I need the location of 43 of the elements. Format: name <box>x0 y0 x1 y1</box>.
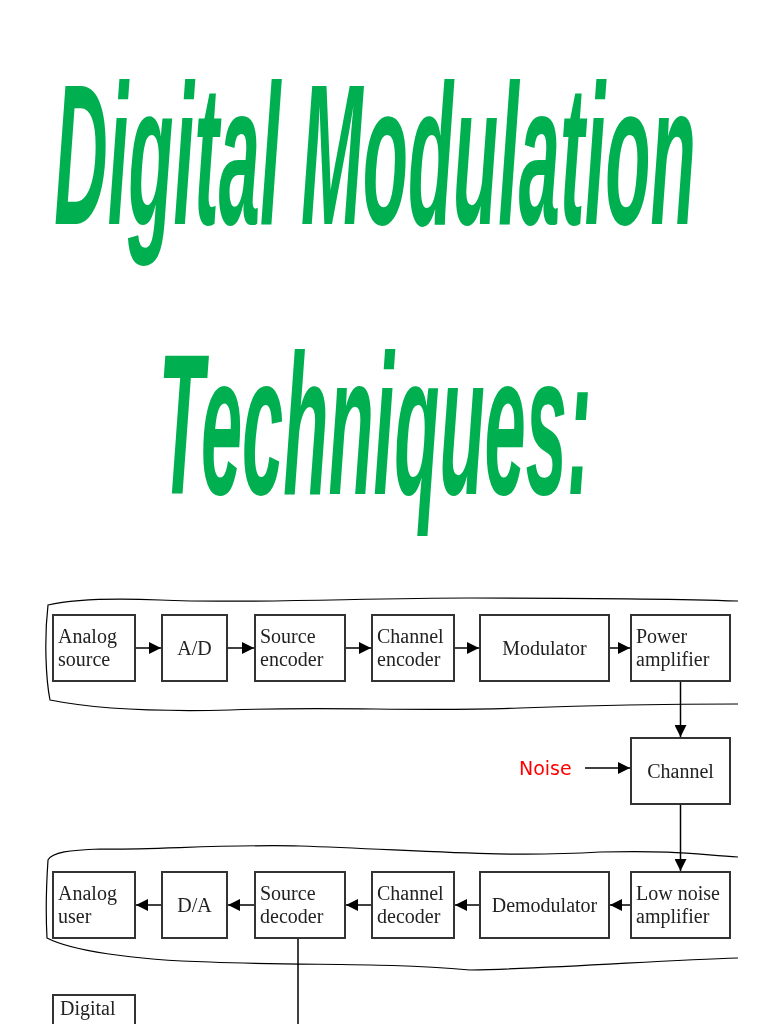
arrow <box>609 642 631 654</box>
box-label: Power amplifier <box>636 625 711 671</box>
arrow <box>345 642 372 654</box>
box-label: Analog source <box>58 625 118 671</box>
box-label: A/D <box>177 636 212 660</box>
arrow <box>674 804 687 872</box>
process-box <box>161 871 228 939</box>
process-box <box>52 614 136 682</box>
arrow <box>135 642 162 654</box>
box-label: Demodulator <box>491 893 598 917</box>
process-box <box>161 614 228 682</box>
noise-label: Noise <box>519 756 579 780</box>
box-label: Analog user <box>58 882 118 928</box>
box-label: Source encoder <box>260 625 325 671</box>
arrow <box>345 899 372 911</box>
process-box <box>630 614 731 682</box>
box-label: Channel decoder <box>377 882 445 928</box>
process-box <box>371 614 455 682</box>
process-box <box>371 871 455 939</box>
box-label: D/A <box>177 893 212 917</box>
box-label: Channel encoder <box>377 625 445 671</box>
box-label: Channel <box>647 759 714 783</box>
process-box <box>630 737 731 805</box>
arrow <box>454 642 480 654</box>
process-box <box>479 614 610 682</box>
arrow <box>674 681 687 738</box>
process-box <box>254 614 346 682</box>
process-box <box>52 871 136 939</box>
process-box <box>479 871 610 939</box>
process-box <box>630 871 731 939</box>
arrow <box>584 762 631 774</box>
arrow <box>454 899 480 911</box>
connector-line <box>297 938 299 1024</box>
arrow <box>227 899 255 911</box>
box-label: Source decoder <box>260 882 325 928</box>
box-label: Modulator <box>502 636 587 660</box>
title: Digital Modulation Techniques: <box>53 42 697 538</box>
arrow <box>135 899 162 911</box>
box-label: Low noise amplifier <box>636 882 721 928</box>
box-label: Digital <box>60 997 116 1020</box>
arrow <box>609 899 631 911</box>
arrow <box>227 642 255 654</box>
process-box <box>254 871 346 939</box>
